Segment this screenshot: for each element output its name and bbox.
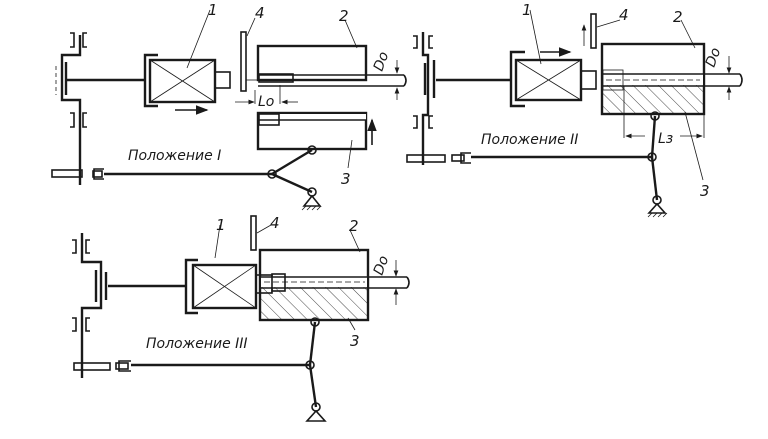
label-1: 1: [216, 216, 226, 234]
label-2: 2: [349, 217, 359, 235]
crank-shaft: [406, 32, 471, 165]
label-1: 1: [522, 1, 532, 19]
slide-unit-1: [143, 53, 231, 115]
bar-stock: [246, 73, 407, 87]
stop-plate: [250, 215, 257, 251]
die-block: [600, 42, 743, 138]
stop-plate: [590, 13, 597, 49]
dimension-label-lo: Lo: [258, 94, 274, 110]
linkage: [471, 111, 668, 218]
label-3: 3: [700, 182, 710, 200]
crank-shaft: [72, 233, 131, 378]
slide-unit-1: [184, 258, 273, 315]
label-2: 2: [673, 8, 683, 26]
dimension-do: Do: [371, 50, 400, 100]
dimension-label-do: Do: [371, 254, 393, 278]
dimension-label-lz: Lз: [658, 131, 673, 147]
panel-position-1: Lo Do 1 4: [51, 1, 407, 211]
label-4: 4: [255, 4, 265, 22]
label-3: 3: [350, 332, 360, 350]
die-block: [258, 248, 410, 322]
label-3: 3: [341, 170, 351, 188]
panel-position-3: Do 1 4 2 3 Положение III: [72, 214, 410, 422]
caption-position-2: Положение II: [481, 132, 578, 148]
dimension-lo: Lo: [235, 85, 298, 110]
lower-die: [256, 111, 377, 151]
label-4: 4: [270, 214, 280, 232]
caption-position-1: Положение I: [128, 148, 221, 164]
panel-position-2: Lз Do 1 4 2 3 Положение II: [406, 1, 743, 218]
label-1: 1: [208, 1, 218, 19]
stop-plate: [240, 31, 247, 92]
label-2: 2: [339, 7, 349, 25]
linkage: [131, 317, 327, 422]
dimension-do: Do: [703, 46, 732, 100]
dimension-do: Do: [371, 254, 399, 305]
caption-position-3: Положение III: [146, 336, 248, 352]
toggle-linkage: [104, 145, 322, 211]
dimension-label-do: Do: [371, 50, 393, 74]
crank-shaft: [51, 32, 104, 185]
label-4: 4: [619, 6, 629, 24]
slide-unit-1: [509, 47, 597, 108]
dimension-label-do: Do: [703, 46, 725, 70]
